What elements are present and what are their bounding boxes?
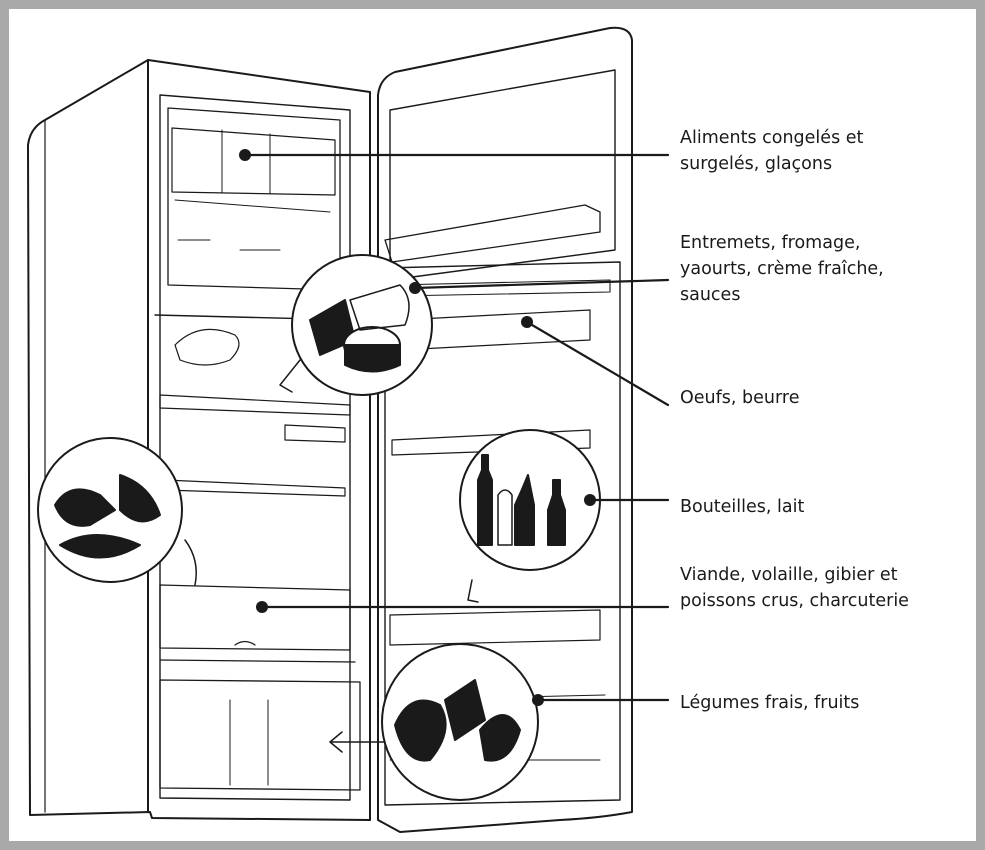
label-meat: Viande, volaille, gibier et poissons cru… [680,562,909,614]
label-freezer-line1: Aliments congelés et [680,125,863,151]
leader-lines [245,155,668,700]
label-dairy-line1: Entremets, fromage, [680,230,884,256]
dairy-vignette [280,255,432,395]
leader-dots [239,149,596,706]
freezer-dot [239,149,251,161]
bottles-dot [584,494,596,506]
vegetables-dot [532,694,544,706]
label-vegetables: Légumes frais, fruits [680,690,859,716]
label-dairy-line3: sauces [680,282,884,308]
meat-vignette [38,438,196,585]
label-eggs-line1: Oeufs, beurre [680,385,799,411]
bottles-vignette [460,430,600,602]
label-dairy-line2: yaourts, crème fraîche, [680,256,884,282]
dairy-dot [409,282,421,294]
fridge-body [28,60,370,820]
label-eggs: Oeufs, beurre [680,385,799,411]
label-meat-line1: Viande, volaille, gibier et [680,562,909,588]
label-meat-line2: poissons crus, charcuterie [680,588,909,614]
vegetables-vignette [330,644,538,800]
meat-dot [256,601,268,613]
label-bottles: Bouteilles, lait [680,494,804,520]
label-vegetables-line1: Légumes frais, fruits [680,690,859,716]
label-freezer-line2: surgelés, glaçons [680,151,863,177]
label-freezer: Aliments congelés et surgelés, glaçons [680,125,863,177]
label-bottles-line1: Bouteilles, lait [680,494,804,520]
label-dairy: Entremets, fromage, yaourts, crème fraîc… [680,230,884,308]
eggs-dot [521,316,533,328]
